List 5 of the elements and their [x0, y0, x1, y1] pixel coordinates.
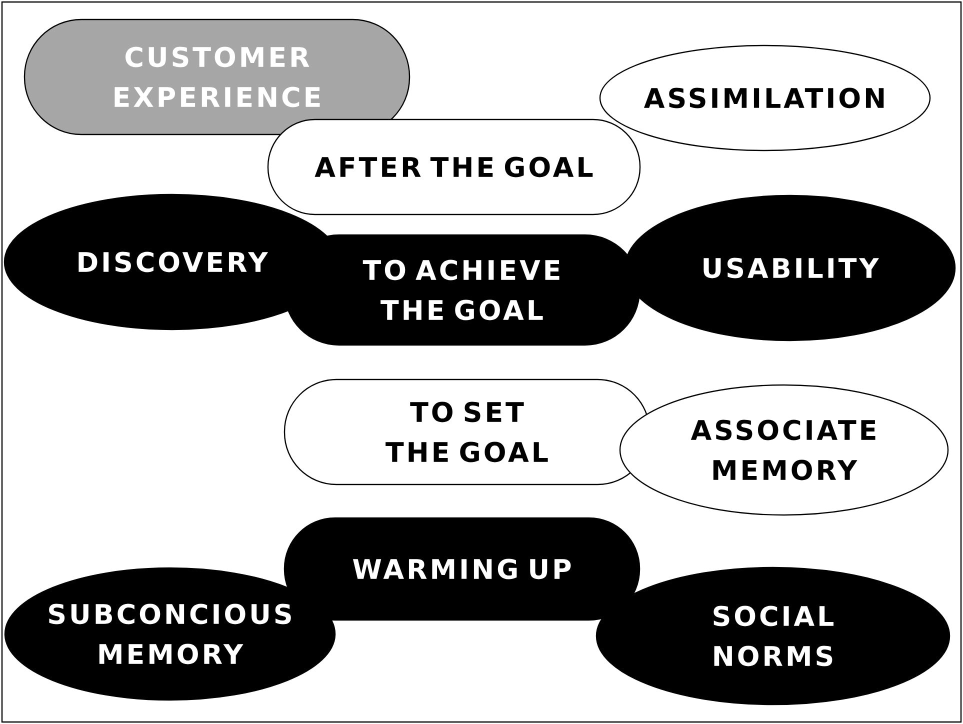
- rounded-box: TO SET THE GOAL: [284, 378, 650, 486]
- node-label: ASSOCIATE MEMORY: [690, 420, 876, 480]
- rounded-box: CUSTOMER EXPERIENCE: [24, 18, 410, 136]
- rounded-box: AFTER THE GOAL: [267, 118, 641, 216]
- rounded-box: TO ACHIEVE THE GOAL: [284, 234, 640, 346]
